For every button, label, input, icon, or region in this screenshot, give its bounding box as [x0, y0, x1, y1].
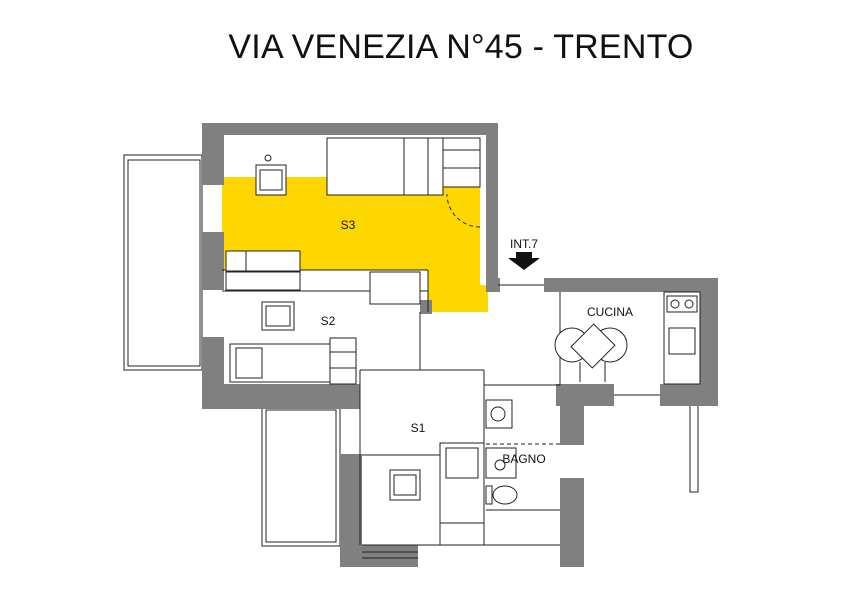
entrance-label: INT.7: [510, 237, 538, 251]
balcony-left: [123, 154, 203, 371]
s1-furniture: [362, 442, 485, 546]
balcony-left-inner: [127, 159, 201, 367]
bagno-fixtures: [485, 399, 560, 511]
room-label-s2: S2: [321, 314, 336, 328]
balcony-bottom: [261, 407, 341, 547]
balcony-bottom-inner: [265, 409, 337, 543]
room-label-s3: S3: [341, 218, 356, 232]
room-label-s1: S1: [411, 421, 426, 435]
room-label-cucina: CUCINA: [587, 305, 633, 319]
page-title: VIA VENEZIA N°45 - TRENTO: [228, 28, 694, 66]
balcony-right: [689, 403, 699, 493]
arrow-down-icon: [508, 252, 540, 270]
room-s3-highlight: [222, 177, 488, 312]
s2-furniture: [225, 271, 421, 385]
walls: [202, 123, 718, 567]
cucina-furniture: [554, 291, 701, 385]
s3-furniture: [225, 137, 481, 272]
room-label-bagno: BAGNO: [502, 452, 545, 466]
